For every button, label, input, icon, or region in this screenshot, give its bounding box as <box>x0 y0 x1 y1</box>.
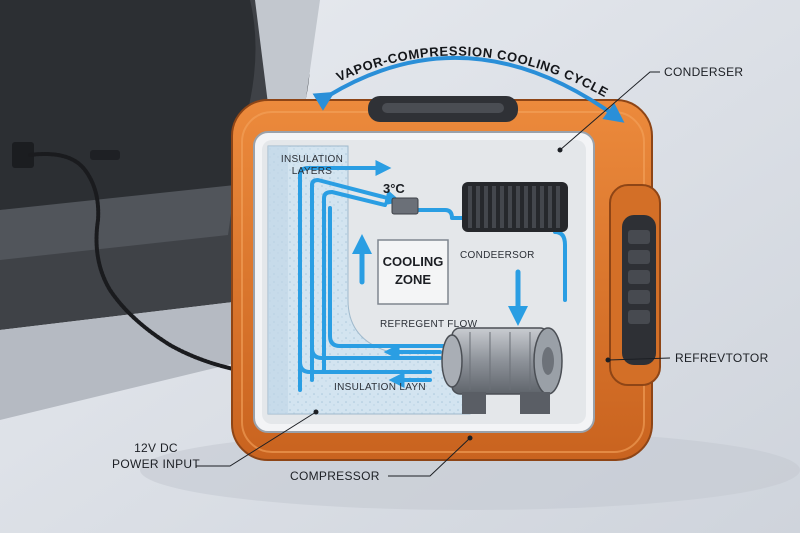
leader-refrigerator <box>607 357 671 361</box>
leader-compressor <box>388 437 471 477</box>
cooling-zone-box <box>377 239 449 305</box>
flow-line-return-1 <box>328 206 452 348</box>
leader-lines <box>196 71 671 477</box>
label-condenser-inner: CONDEERSOR <box>460 250 535 261</box>
dot-condenser <box>557 147 563 153</box>
label-cooling-zone-2: ZONE <box>395 272 431 287</box>
refrigerant-flow-lines <box>298 160 567 392</box>
label-cooling-zone-1: COOLING <box>383 254 444 269</box>
dot-refrigerator <box>605 357 611 363</box>
compressor-motor <box>441 327 563 414</box>
condenser-heatsink <box>462 182 568 232</box>
label-refrigerator: REFREVTOTOR <box>675 351 769 365</box>
dot-power <box>313 409 319 415</box>
cycle-arrow-arc <box>312 55 625 123</box>
flow-line-inner <box>322 190 387 372</box>
flow-line-mid <box>310 178 402 382</box>
flow-line-return-3 <box>298 360 432 374</box>
leader-condenser <box>559 71 660 151</box>
label-temperature: 3°C <box>383 181 405 196</box>
label-compressor: COMPRESSOR <box>290 469 380 483</box>
label-power-line2: POWER INPUT <box>112 457 200 471</box>
label-power-line1: 12V DC <box>134 441 178 455</box>
label-insulation-layers-2: LAYERS <box>292 166 333 177</box>
dot-compressor <box>467 435 473 441</box>
flow-line-return-2 <box>310 346 442 360</box>
flow-line-to-condenser <box>416 208 472 220</box>
label-condenser: CONDERSER <box>664 65 743 79</box>
leader-power <box>196 411 317 467</box>
flow-line-outer <box>298 160 392 392</box>
power-socket-icon <box>12 142 34 168</box>
label-insulation-bottom: INSULATION LAYN <box>334 382 426 393</box>
power-cord <box>28 152 240 372</box>
temperature-sensor <box>391 197 419 215</box>
label-insulation-layers-1: INSULATION <box>281 154 343 165</box>
label-refrigerant-flow: REFREGENT FLOW <box>380 319 478 330</box>
flow-line-condenser-out <box>553 230 567 302</box>
